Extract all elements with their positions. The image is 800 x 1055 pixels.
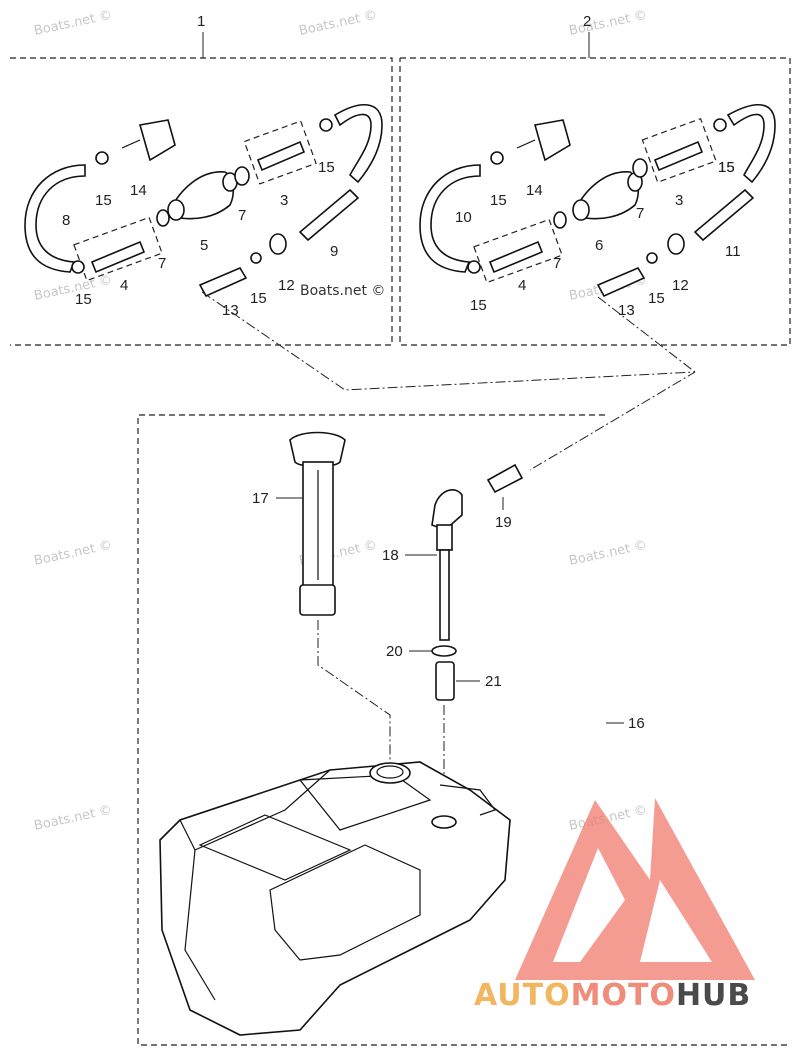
hose-10 [419,164,481,273]
part-number: 12 [672,277,689,294]
part-number: 15 [75,291,92,308]
part-number: 15 [318,159,335,176]
logo-mark-icon [515,798,755,980]
fitting-4 [488,240,544,274]
part-number: 15 [250,290,267,307]
part-number: 14 [130,182,147,199]
part-number: 17 [252,490,269,507]
part-number: 7 [636,205,644,222]
part-number: 3 [675,192,683,209]
washer-12 [667,233,685,255]
clamp-15 [490,151,504,165]
part-number: 8 [62,212,70,229]
elbow-fitting [431,489,463,531]
part-number: 6 [595,237,603,254]
part-number: 9 [330,243,338,260]
pickup-tube-18 [439,549,450,641]
hose-11 [726,103,776,184]
watermark-inline: Boats.net © [300,283,385,299]
connector-14 [138,119,176,162]
part-number: 14 [526,182,543,199]
clamp-15 [95,151,109,165]
part-number: 15 [718,159,735,176]
part-number: 16 [628,715,645,732]
watermark: Boats.net © [298,8,379,39]
pickup-port [431,815,457,829]
part-number: 18 [382,547,399,564]
clamp-15 [250,252,262,264]
part-number: 3 [280,192,288,209]
part-number: 15 [648,290,665,307]
clamp-15 [713,118,727,132]
part-number: 11 [725,243,741,260]
fitting-3 [256,140,306,172]
part-number: 13 [618,302,635,319]
part-number: 15 [470,297,487,314]
clamp-15 [467,260,481,274]
fuel-tank-16 [159,761,511,1036]
part-number: 20 [386,643,403,660]
clamp-15 [71,260,85,274]
fuel-gauge-17 [289,431,346,468]
part-number: 7 [553,255,561,272]
watermark: Boats.net © [33,8,114,39]
group-label-2: 2 [583,13,591,30]
part-number: 10 [455,209,472,226]
watermark: Boats.net © [33,273,114,304]
watermark: Boats.net © [33,538,114,569]
washer-7 [234,166,250,186]
washer-12 [269,233,287,255]
watermark: Boats.net © [568,8,649,39]
logo-moto: MOTO [571,978,676,1013]
part-number: 21 [485,673,502,690]
part-number: 4 [120,277,128,294]
watermark: Boats.net © [33,803,114,834]
group-boxes: 1 2 [10,13,791,1046]
hose-kit-left: 15 14 15 8 7 3 7 5 9 15 4 12 15 13 Boats… [24,103,385,319]
part-number: 13 [222,302,239,319]
fitting-13 [198,266,248,298]
washer-7 [553,211,567,229]
logo-hub: HUB [676,978,751,1013]
svg-text:AUTOMOTOHUB: AUTOMOTOHUB [474,978,751,1013]
fitting-4 [90,240,146,274]
filter-21 [435,661,455,701]
part-number: 7 [238,207,246,224]
part-number: 7 [158,255,166,272]
watermark: Boats.net © [568,538,649,569]
part-number: 4 [518,277,526,294]
hose-kit-right: 15 14 15 10 7 3 15 7 6 11 15 4 15 12 13 [419,103,776,319]
group-label-1: 1 [197,13,205,30]
fuel-tank-assembly: 17 18 19 20 21 16 [159,431,645,1036]
o-ring-20 [431,645,457,657]
clamp-15 [319,118,333,132]
hose-11-lower [693,188,755,242]
part-number: 19 [495,514,512,531]
washer-7 [156,209,170,227]
part-number: 15 [490,192,507,209]
part-number: 12 [278,277,295,294]
connector-14 [533,119,571,162]
automotohub-logo: AUTOMOTOHUB [474,798,755,1013]
fitting-3 [653,140,704,172]
hose-9-lower [298,188,360,242]
logo-auto: AUTO [474,978,571,1013]
part-number: 15 [718,159,735,176]
hose-8 [24,164,86,273]
connection-lines [201,291,696,471]
hose-9 [333,103,383,184]
fitting-19 [486,463,524,494]
fitting-13 [596,266,646,298]
clamp-15 [646,252,658,264]
washer-7 [632,158,648,178]
part-number: 15 [95,192,112,209]
part-number: 5 [200,237,208,254]
